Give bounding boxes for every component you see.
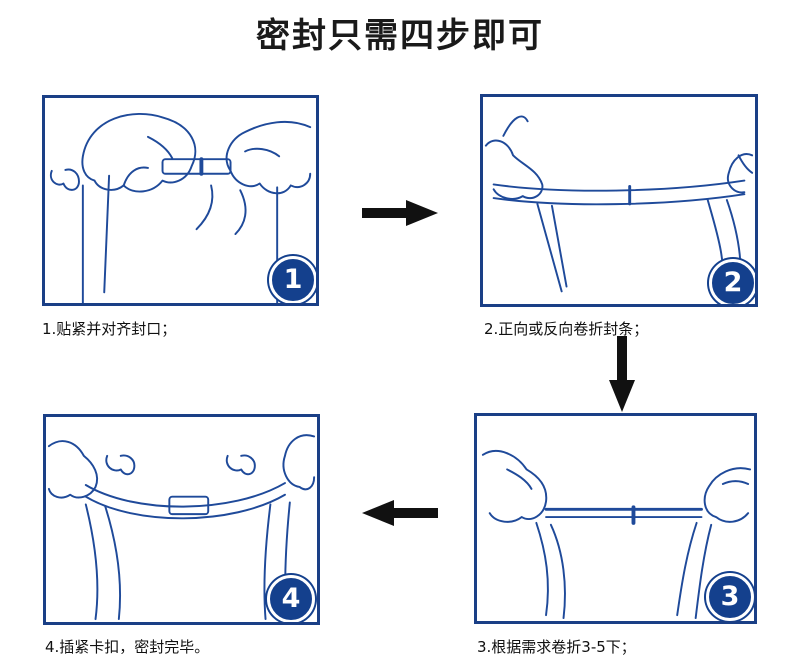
arrow-down-icon [609, 336, 635, 412]
step-number: 3 [720, 581, 740, 612]
arrow-left-icon [362, 500, 438, 526]
step-1-illustration [49, 113, 312, 303]
step-3-illustration [481, 450, 752, 620]
arrow-right-icon [362, 200, 438, 226]
step-4-panel: 4 [43, 414, 320, 625]
step-1-panel: 1 [42, 95, 319, 306]
step-number-badge: 3 [706, 573, 754, 621]
step-2-caption: 2.正向或反向卷折封条； [484, 320, 649, 338]
step-3-caption: 3.根据需求卷折3-5下； [477, 638, 636, 656]
step-number: 4 [281, 583, 301, 614]
step-4-caption: 4.插紧卡扣，密封完毕。 [45, 638, 210, 656]
step-2-panel: 2 [480, 94, 758, 307]
step-number-badge: 1 [269, 256, 316, 303]
step-number: 2 [723, 267, 743, 298]
step-3-panel: 3 [474, 413, 757, 624]
step-1-caption: 1.贴紧并对齐封口； [42, 320, 177, 338]
step-4-illustration [47, 434, 316, 621]
step-number: 1 [283, 264, 303, 295]
page-title: 密封只需四步即可 [256, 16, 544, 56]
step-number-badge: 2 [709, 259, 755, 304]
step-number-badge: 4 [267, 575, 315, 622]
